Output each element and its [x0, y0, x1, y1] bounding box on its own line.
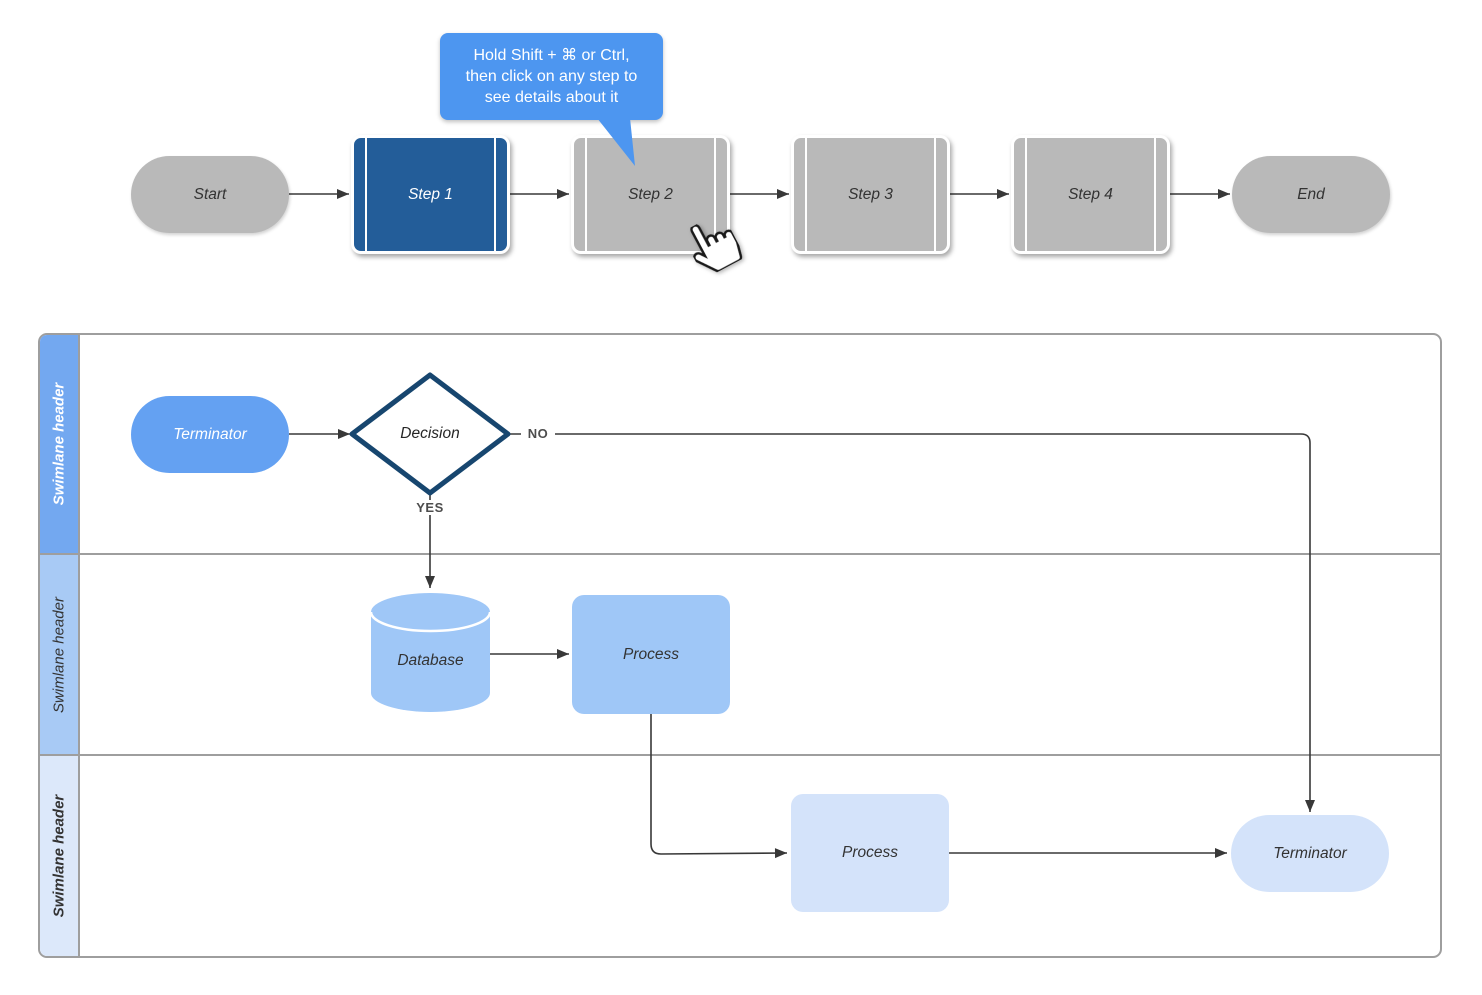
predefined-process-bar-left: [1025, 138, 1027, 251]
hand-cursor-icon: [690, 224, 743, 273]
node-terminator-3[interactable]: Terminator: [1231, 815, 1389, 892]
node-database-label: Database: [397, 652, 464, 669]
predefined-process-bar-right: [494, 138, 496, 251]
node-step-1-label: Step 1: [408, 185, 453, 203]
tooltip-bubble: Hold Shift + ⌘ or Ctrl, then click on an…: [440, 33, 663, 120]
swimlane-1-header: Swimlane header: [40, 335, 80, 553]
predefined-process-bar-left: [805, 138, 807, 251]
predefined-process-bar-right: [1154, 138, 1156, 251]
node-end-label: End: [1297, 185, 1325, 203]
node-terminator-1[interactable]: Terminator: [131, 396, 289, 473]
swimlane-2: Swimlane header: [40, 555, 1440, 756]
node-terminator-1-label: Terminator: [173, 425, 247, 443]
swimlane-3-header-label: Swimlane header: [50, 794, 68, 918]
node-step-1[interactable]: Step 1: [351, 135, 510, 254]
node-decision-label: Decision: [400, 425, 460, 442]
node-step-2-label: Step 2: [628, 185, 673, 203]
node-terminator-3-label: Terminator: [1273, 844, 1347, 862]
predefined-process-bar-right: [714, 138, 716, 251]
node-database[interactable]: Database: [369, 593, 492, 712]
database-cylinder: [369, 593, 492, 712]
node-process-3[interactable]: Process: [791, 794, 949, 912]
tooltip-tail: [597, 118, 635, 166]
node-process-2-label: Process: [623, 645, 679, 663]
node-process-3-label: Process: [842, 844, 898, 861]
swimlane-3-header: Swimlane header: [40, 756, 80, 956]
edge-label-no: NO: [521, 426, 555, 441]
node-step-3-label: Step 3: [848, 185, 893, 203]
predefined-process-bar-left: [585, 138, 587, 251]
node-step-4-label: Step 4: [1068, 185, 1113, 203]
predefined-process-bar-left: [365, 138, 367, 251]
swimlane-3: Swimlane header: [40, 756, 1440, 956]
node-step-3[interactable]: Step 3: [791, 135, 950, 254]
tooltip-text: Hold Shift + ⌘ or Ctrl, then click on an…: [465, 47, 638, 106]
swimlane-2-header: Swimlane header: [40, 555, 80, 754]
node-process-2[interactable]: Process: [572, 595, 730, 714]
node-start-label: Start: [193, 185, 227, 203]
swimlane-1-header-label: Swimlane header: [50, 382, 68, 506]
swimlane-2-header-label: Swimlane header: [50, 596, 68, 713]
predefined-process-bar-right: [934, 138, 936, 251]
node-end[interactable]: End: [1232, 156, 1390, 233]
node-start[interactable]: Start: [131, 156, 289, 233]
node-decision[interactable]: Decision: [344, 367, 516, 501]
node-step-4[interactable]: Step 4: [1011, 135, 1170, 254]
edge-label-yes: YES: [408, 500, 452, 515]
